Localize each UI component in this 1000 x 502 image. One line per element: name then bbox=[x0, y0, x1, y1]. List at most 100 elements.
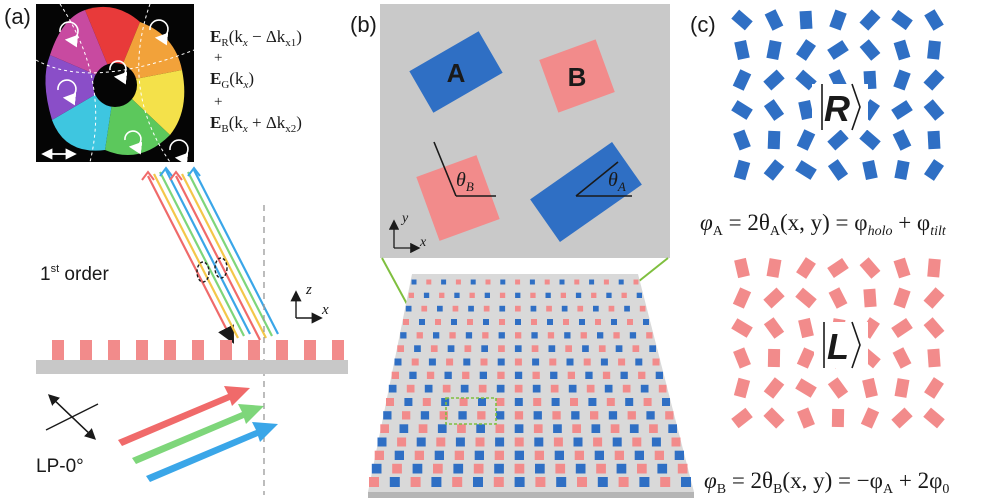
metasurface-pillar bbox=[391, 371, 399, 379]
oriented-pillar bbox=[766, 40, 782, 60]
metasurface-pillar bbox=[620, 371, 628, 379]
oriented-pillar bbox=[924, 377, 944, 399]
equation-A: φA = 2θA(x, y) = φholo + φtilt bbox=[700, 210, 947, 239]
metasurface-pillar bbox=[457, 424, 466, 433]
metasurface-pillar bbox=[674, 450, 684, 460]
grating-pillar bbox=[220, 340, 232, 360]
metasurface-pillar bbox=[411, 279, 417, 285]
metasurface-pillar bbox=[455, 279, 461, 285]
theta-B-label: θB bbox=[456, 169, 474, 194]
metasurface-pillar bbox=[627, 411, 636, 420]
oriented-pillar bbox=[924, 9, 944, 31]
metasurface-pillar bbox=[419, 319, 425, 325]
oriented-pillar bbox=[734, 257, 750, 279]
metasurface-pillar bbox=[556, 477, 567, 487]
metasurface-pillar bbox=[499, 292, 506, 298]
metasurface-pillar bbox=[533, 398, 542, 406]
metasurface-pillar bbox=[383, 411, 392, 420]
rotated-pillar-A bbox=[530, 142, 642, 242]
metasurface-pillar bbox=[640, 384, 649, 393]
metasurface-pillar bbox=[424, 384, 433, 393]
metasurface-pillar bbox=[414, 450, 424, 460]
nanopillar-A bbox=[409, 31, 503, 113]
oriented-pillar bbox=[763, 407, 785, 429]
metasurface-pillar bbox=[447, 345, 455, 352]
metasurface-pillar bbox=[553, 424, 562, 433]
panel-b-label: (b) bbox=[350, 12, 377, 37]
metasurface-pillar bbox=[435, 319, 441, 325]
metasurface-pillar bbox=[515, 305, 521, 312]
metasurface-pillar bbox=[621, 292, 627, 298]
oriented-pillar bbox=[860, 407, 880, 429]
metasurface-pillar bbox=[433, 463, 443, 474]
metasurface-pillar bbox=[534, 437, 544, 447]
svg-text:EB(kx + Δkx2): EB(kx + Δkx2) bbox=[210, 113, 302, 135]
metasurface-pillar bbox=[568, 384, 577, 393]
metasurface-pillar bbox=[567, 371, 575, 379]
oriented-pillar bbox=[859, 39, 881, 61]
metasurface-pillar bbox=[532, 384, 541, 393]
metasurface-pillar bbox=[633, 279, 639, 285]
metasurface-pillar bbox=[452, 305, 459, 312]
metasurface-pillar bbox=[428, 358, 436, 366]
oriented-pillar bbox=[927, 348, 941, 368]
metasurface-pillar bbox=[608, 411, 618, 420]
metasurface-pillar bbox=[615, 345, 623, 352]
metasurface-pillar bbox=[532, 371, 540, 379]
metasurface-pillar bbox=[494, 450, 504, 460]
svg-text:ER(kx − Δkx1): ER(kx − Δkx1) bbox=[210, 27, 302, 49]
metasurface-pillar bbox=[632, 345, 640, 352]
oriented-pillar bbox=[863, 288, 877, 308]
metasurface-pillar bbox=[577, 305, 584, 312]
metasurface-pillar bbox=[535, 477, 546, 487]
oriented-pillar bbox=[927, 258, 941, 278]
metasurface-pillar bbox=[514, 345, 522, 352]
grating-pillar bbox=[192, 340, 204, 360]
metasurface-pillar bbox=[433, 332, 440, 339]
metasurface-pillar bbox=[559, 279, 565, 285]
theta-B-marker bbox=[433, 141, 496, 197]
metasurface-pillar bbox=[392, 463, 402, 474]
beam-green-2 bbox=[187, 171, 273, 337]
metasurface-pillar bbox=[371, 463, 382, 474]
metasurface-pillar bbox=[591, 292, 597, 298]
metasurface-pillar bbox=[530, 292, 536, 298]
panel-a-label: (a) bbox=[4, 4, 31, 29]
unit-cell-marker bbox=[445, 397, 497, 425]
metasurface-pillar bbox=[426, 279, 432, 285]
metasurface-pillar bbox=[514, 384, 523, 393]
svg-text:L: L bbox=[827, 326, 849, 367]
oriented-pillar bbox=[892, 129, 912, 151]
oriented-pillar bbox=[891, 317, 913, 339]
metasurface-pillar bbox=[485, 279, 491, 285]
oriented-pillar bbox=[763, 377, 785, 399]
oriented-pillar bbox=[763, 317, 785, 339]
nanopillar-A-label: A bbox=[447, 58, 466, 88]
metasurface-pillar bbox=[498, 345, 505, 352]
oriented-pillar bbox=[828, 287, 848, 309]
metasurface-pillar bbox=[439, 292, 445, 298]
beam-red-1 bbox=[147, 175, 235, 344]
incident-beams bbox=[118, 386, 278, 482]
metasurface-pillar bbox=[475, 437, 485, 447]
metasurface-pillar bbox=[603, 279, 609, 285]
metasurface-pillar bbox=[646, 411, 655, 420]
metasurface-pillar bbox=[389, 477, 400, 487]
ket-R: R bbox=[812, 83, 868, 131]
oriented-pillar bbox=[763, 159, 785, 181]
metasurface-pillar bbox=[484, 292, 490, 298]
metasurface-pillar bbox=[550, 384, 559, 393]
metasurface-pillar bbox=[551, 398, 560, 406]
oriented-pillar bbox=[827, 40, 849, 60]
metasurface-pillar bbox=[446, 358, 454, 366]
metasurface-pillar bbox=[442, 384, 451, 393]
oriented-pillar bbox=[923, 99, 945, 121]
metasurface-pillar bbox=[632, 437, 642, 447]
metasurface-pillar bbox=[654, 450, 664, 460]
metasurface-pillar bbox=[606, 292, 612, 298]
metasurface-pillar bbox=[394, 358, 402, 366]
metasurface-pillar bbox=[613, 332, 620, 339]
metasurface-pillar bbox=[380, 424, 389, 433]
grating-pillar bbox=[332, 340, 344, 360]
metasurface-pillar bbox=[598, 345, 606, 352]
